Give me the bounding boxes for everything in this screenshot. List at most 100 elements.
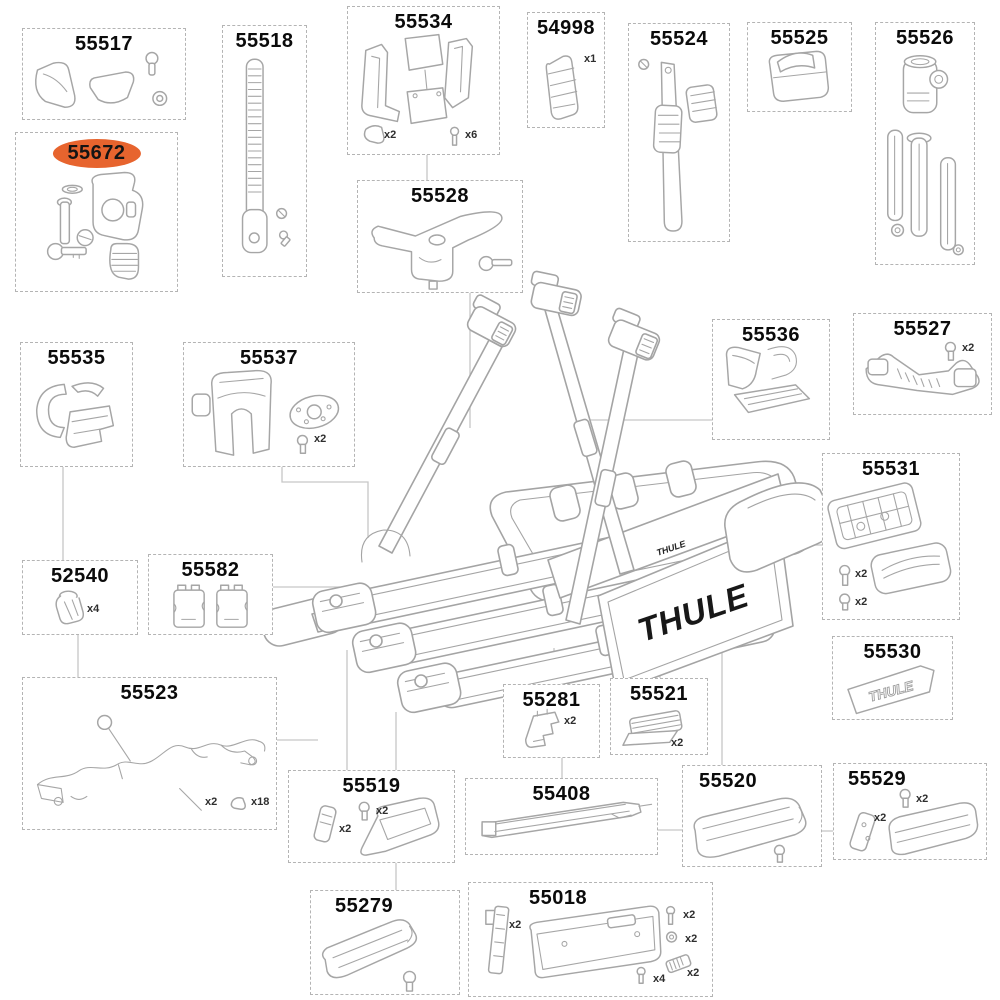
part-number-label: 55534	[394, 11, 453, 33]
part-box-55018[interactable]: 55018 x2 x2 x2 x2 x4	[468, 882, 713, 997]
part-number-label: 55518	[235, 30, 294, 52]
part-art-55521	[622, 710, 683, 746]
part-number-label: 55529	[848, 768, 907, 790]
part-number-label: 55582	[181, 559, 240, 581]
part-number-label: 55523	[120, 682, 179, 704]
quantity-label: x2	[376, 805, 389, 817]
part-number-label: 55526	[895, 27, 955, 49]
part-box-55529[interactable]: 55529 x2 x2	[833, 763, 987, 860]
part-number-label: 55520	[699, 770, 758, 792]
quantity-label: x2	[339, 823, 352, 835]
part-box-55519[interactable]: 55519 x2 x2	[288, 770, 455, 863]
part-art-55530: THULE	[847, 665, 935, 715]
part-art-55408	[481, 801, 653, 839]
part-number-label: 55528	[410, 185, 470, 207]
part-number-label: 55519	[342, 775, 401, 797]
quantity-label: x2	[962, 342, 975, 354]
part-box-55523[interactable]: 55523 x2 x18	[22, 677, 277, 830]
quantity-label: x2	[855, 596, 868, 608]
part-art-55534	[361, 33, 474, 146]
part-number-label: 52540	[50, 565, 110, 587]
part-box-55536[interactable]: 55536	[712, 319, 830, 440]
quantity-label: x2	[509, 919, 522, 931]
part-box-55527[interactable]: 55527 x2	[853, 313, 992, 415]
part-box-55524[interactable]: 55524	[628, 23, 730, 242]
leader-lines	[62, 155, 833, 890]
part-art-52540	[55, 590, 85, 625]
quantity-label: x18	[251, 796, 270, 808]
part-box-55528[interactable]: 55528	[357, 180, 523, 293]
part-art-55281	[524, 708, 560, 748]
part-box-55408[interactable]: 55408	[465, 778, 658, 855]
part-art-55537	[191, 369, 340, 456]
part-box-54998[interactable]: 54998 x1	[527, 12, 605, 128]
part-number-label: 55279	[335, 895, 394, 917]
part-number-label-highlighted: 55672	[52, 139, 141, 168]
part-art-55517	[35, 51, 168, 108]
part-art-55524	[638, 58, 718, 232]
quantity-label: x2	[205, 796, 218, 808]
part-number-label: 55535	[47, 347, 106, 369]
part-box-55534[interactable]: 55534 x2 x6	[347, 6, 500, 155]
part-box-55530[interactable]: 55530 THULE	[832, 636, 953, 720]
part-art-55529	[849, 788, 979, 856]
part-art-54998	[545, 55, 579, 120]
part-box-55517[interactable]: 55517	[22, 28, 186, 120]
part-box-55520[interactable]: 55520	[682, 765, 822, 867]
part-art-55672	[46, 171, 144, 280]
part-art-55520	[693, 797, 807, 863]
part-art-55526	[887, 55, 964, 256]
quantity-label: x2	[916, 793, 929, 805]
part-art-55279	[321, 919, 418, 992]
quantity-label: x4	[653, 973, 666, 985]
part-box-55521[interactable]: 55521 x2	[610, 678, 708, 755]
part-box-55518[interactable]: 55518	[222, 25, 307, 277]
part-number-label: 55408	[532, 783, 591, 805]
part-box-55525[interactable]: 55525	[747, 22, 852, 112]
quantity-label: x1	[584, 53, 597, 65]
part-art-55536	[725, 346, 811, 414]
part-number-label: 55281	[522, 689, 581, 711]
rack-drawing: THULE THULE	[261, 270, 836, 714]
part-art-55527	[865, 341, 980, 396]
part-number-label: 55018	[529, 887, 588, 909]
part-box-55281[interactable]: 55281 x2	[503, 684, 600, 758]
part-box-55672[interactable]: 55672	[15, 132, 178, 292]
part-number-label: 55527	[893, 318, 952, 340]
quantity-label: x2	[685, 933, 698, 945]
quantity-label: x2	[874, 812, 887, 824]
quantity-label: x2	[384, 129, 397, 141]
quantity-label: x2	[314, 433, 327, 445]
part-art-55531	[827, 482, 952, 611]
quantity-label: x2	[855, 568, 868, 580]
part-number-label: 55536	[741, 324, 801, 346]
part-box-55535[interactable]: 55535	[20, 342, 133, 467]
quantity-label: x6	[465, 129, 478, 141]
quantity-label: x4	[87, 603, 100, 615]
part-box-55531[interactable]: 55531 x2 x2	[822, 453, 960, 620]
part-number-label: 55525	[770, 27, 829, 49]
part-art-55525	[768, 50, 830, 102]
part-box-55526[interactable]: 55526	[875, 22, 975, 265]
part-number-label: 55524	[649, 28, 709, 50]
part-number-label: 54998	[536, 17, 596, 39]
part-art-55518	[241, 58, 291, 254]
part-number-label: 55521	[629, 683, 689, 705]
quantity-label: x2	[564, 715, 577, 727]
part-box-55537[interactable]: 55537 x2	[183, 342, 355, 467]
part-art-55018	[485, 905, 692, 984]
part-art-55528	[371, 211, 513, 290]
quantity-label: x2	[687, 967, 700, 979]
part-art-55519	[313, 797, 440, 856]
part-box-52540[interactable]: 52540 x4	[22, 560, 138, 635]
part-box-55582[interactable]: 55582	[148, 554, 273, 635]
part-number-label: 55537	[239, 347, 299, 369]
part-number-label: 55517	[74, 33, 134, 55]
quantity-label: x2	[671, 737, 684, 749]
part-number-label: 55530	[863, 641, 922, 663]
part-box-55279[interactable]: 55279	[310, 890, 460, 995]
part-art-55523	[36, 714, 266, 811]
part-art-55582	[173, 584, 248, 628]
